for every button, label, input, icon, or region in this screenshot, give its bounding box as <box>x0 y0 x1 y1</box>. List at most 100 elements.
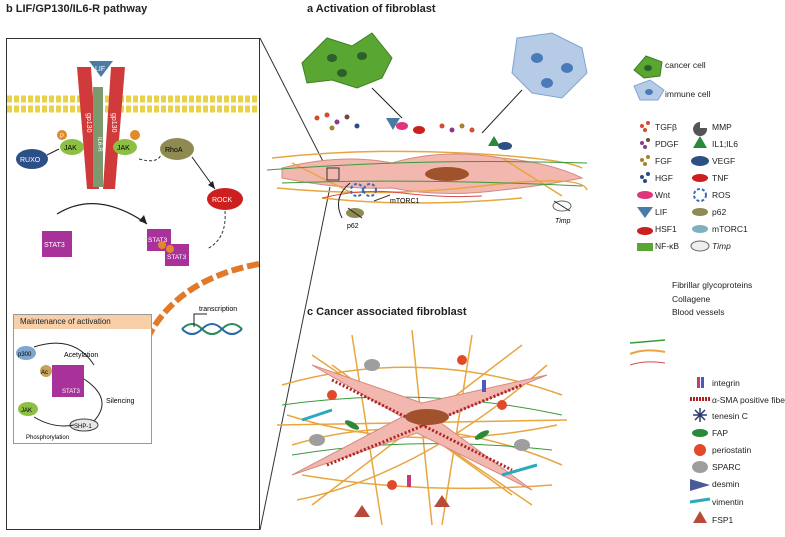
legend-a-col2-1: IL1;IL6 <box>712 139 738 149</box>
legend-cancer-cell: cancer cell <box>665 60 706 70</box>
maint-jak-node <box>18 402 38 416</box>
legend-a-col2-7: Timp <box>712 241 731 251</box>
fibroblast-activation-diagram: mTORC1 p62 Timp <box>266 32 588 230</box>
legend-a-col1-6: HSF1 <box>655 224 677 234</box>
p62-label: p62 <box>347 223 359 230</box>
acetylation-label: Acetylation <box>64 352 98 359</box>
jak-left-node <box>60 139 84 155</box>
legend-c-2: tenesin C <box>712 411 748 421</box>
legend-a-icons <box>630 55 666 366</box>
zoom-connector <box>259 37 331 531</box>
legend-c-6: desmin <box>712 479 740 489</box>
lif-triangle-icon <box>89 61 113 77</box>
legend-c-4: periostatin <box>712 445 752 455</box>
rhoa-node <box>160 138 194 160</box>
secreted-factors <box>314 112 512 150</box>
legend-a-col2-0: MMP <box>712 122 732 132</box>
caf-nucleus <box>405 409 449 425</box>
ruxo-node <box>16 149 48 169</box>
cancer-cells <box>301 32 393 89</box>
legend-c-1: α-SMA positive fibers <box>712 395 785 405</box>
maintenance-diagram: p300 Acetylation Ac STAT3 JAK Silencing … <box>16 342 135 441</box>
jak-right-node <box>113 139 137 155</box>
legend-c-7: vimentin <box>712 497 744 507</box>
panel-a-title: a Activation of fibroblast <box>307 3 436 15</box>
panel-b-title: b LIF/GP130/IL6-R pathway <box>6 3 148 15</box>
stat3-dimer-a-label: STAT3 <box>148 237 168 244</box>
ac-label: Ac <box>41 370 48 376</box>
alpha-sma-fibers <box>326 378 523 472</box>
rhoa-label: RhoA <box>165 147 183 154</box>
maintenance-box: Maintenance of activation p300 Acetylati… <box>13 314 152 444</box>
legend-c-8: FSP1 <box>712 515 734 525</box>
rock-node <box>207 188 243 210</box>
shp1-label: SHP-1 <box>74 424 92 430</box>
legend-a-col1-5: LIF <box>655 207 668 217</box>
maintenance-header: Maintenance of activation <box>14 315 151 329</box>
cell-membrane <box>7 95 259 113</box>
legend-a-col1-0: TGFβ <box>655 122 677 132</box>
panel-c-title: c Cancer associated fibroblast <box>307 306 467 318</box>
stat3-dimer-b-label: STAT3 <box>167 254 187 261</box>
legend-collagene: Collagene <box>672 294 711 304</box>
legend-a-col2-6: mTORC1 <box>712 224 748 234</box>
shp1-node <box>69 418 99 432</box>
stat3-left-label: STAT3 <box>44 242 65 249</box>
jak-left-label: JAK <box>64 145 77 152</box>
phospho-label: P <box>60 134 64 140</box>
mtorc1-label: mTORC1 <box>390 198 420 205</box>
maint-stat3-node <box>52 365 84 397</box>
ros-icon <box>350 183 377 197</box>
legend-a-col1-4: Wnt <box>655 190 671 200</box>
legend-a-col2-3: TNF <box>712 173 729 183</box>
gp130-left-label: gp130 <box>85 113 92 133</box>
legend-a-col2-5: p62 <box>712 207 727 217</box>
phosphorylation-label: Phosphorylation <box>26 435 69 441</box>
legend-a-col1-2: FGF <box>655 156 672 166</box>
legend-blood: Blood vessels <box>672 307 725 317</box>
immune-cells <box>511 32 588 99</box>
maint-stat3-label: STAT3 <box>62 389 80 395</box>
caf-diagram <box>276 329 568 526</box>
legend-a-col2-icons <box>690 122 710 252</box>
zoom-box <box>326 167 340 181</box>
phospho-jak-right <box>130 130 140 140</box>
maint-jak-label: JAK <box>21 408 32 414</box>
legend-fibrillar: Fibrillar glycoproteins <box>672 280 753 290</box>
nuclear-membrane <box>144 261 259 341</box>
receptor-lif-label: LIF <box>95 66 105 73</box>
caf-markers <box>301 355 538 517</box>
phospho-jak-left <box>57 130 67 140</box>
il6r-label: IL6-R <box>96 137 102 152</box>
jak-right-label: JAK <box>117 145 130 152</box>
legend-c-3: FAP <box>712 428 729 438</box>
legend-immune-cell: immune cell <box>665 89 711 99</box>
p300-node <box>16 346 36 360</box>
fibrillar-glycoproteins <box>266 161 588 187</box>
legend-a-col1-7: NF-κB <box>655 241 680 251</box>
pathway-diagram: LIF gp130 IL6-R gp130 JAK P JAK RUXO Rho… <box>7 61 259 341</box>
receptor-complex <box>77 61 125 189</box>
timp-label: Timp <box>555 218 571 225</box>
legend-c-icons <box>689 377 711 523</box>
transcription-label: transcription <box>199 306 237 313</box>
silencing-label: Silencing <box>106 398 135 405</box>
acetyl-mark <box>40 365 52 377</box>
legend-a-col1-3: HGF <box>655 173 673 183</box>
fibroblast-nucleus <box>425 167 469 181</box>
legend-c-5: SPARC <box>712 462 741 472</box>
p300-label: p300 <box>18 352 32 358</box>
legend-c-0: integrin <box>712 378 740 388</box>
pathway-panel: LIF gp130 IL6-R gp130 JAK P JAK RUXO Rho… <box>6 38 260 530</box>
ruxo-label: RUXO <box>20 157 41 164</box>
legend-a-col2-2: VEGF <box>712 156 736 166</box>
caf-cell <box>291 364 548 491</box>
gp130-right-label: gp130 <box>110 113 117 133</box>
blood-vessels <box>321 190 483 199</box>
rock-label: ROCK <box>212 197 233 204</box>
legend-a-col2-4: ROS <box>712 190 731 200</box>
dna-icon <box>181 323 243 335</box>
timp-node <box>552 200 572 212</box>
stat3-left-node <box>42 231 72 257</box>
legend-a-col1-1: PDGF <box>655 139 679 149</box>
